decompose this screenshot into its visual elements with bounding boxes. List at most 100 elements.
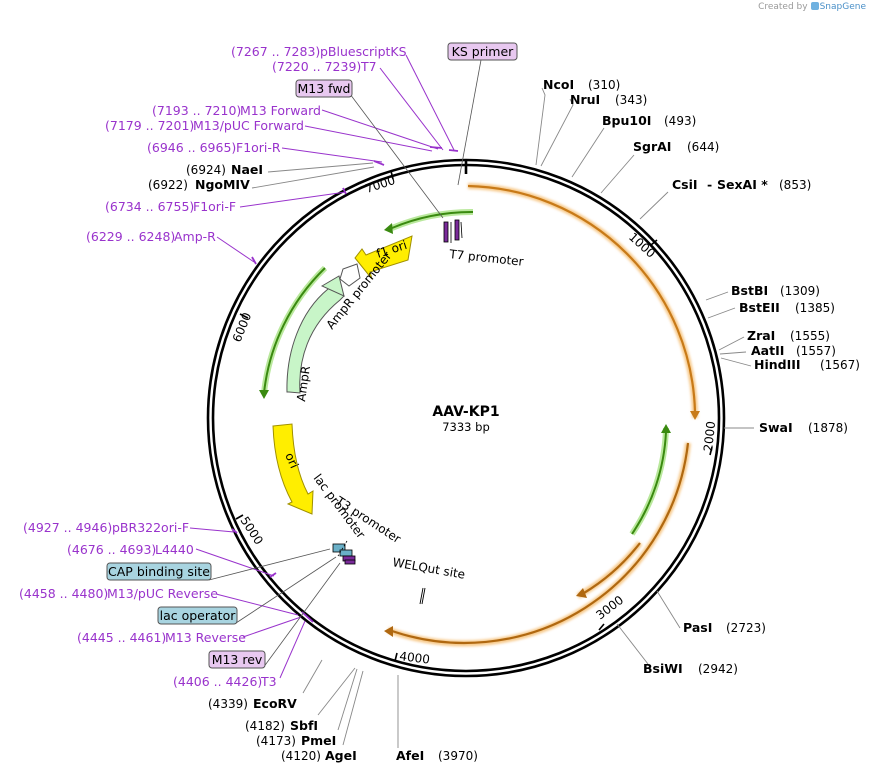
box-lac-operator: lac operator xyxy=(157,606,238,625)
green-feature-left xyxy=(263,267,326,394)
primer-t7-range: (7220 .. 7239) xyxy=(272,59,361,74)
enzyme-naei-pos: (6924) xyxy=(186,163,226,177)
box-ks-primer: KS primer xyxy=(447,42,518,61)
enzyme-dash: - xyxy=(707,177,712,192)
enzyme-bpu10i: Bpu10I xyxy=(602,113,651,128)
f1-ori-feature xyxy=(354,235,413,280)
enzyme-csii-pos: (853) xyxy=(779,178,811,192)
tick-5000: 5000 xyxy=(237,514,265,547)
primer-l4440: L4440 xyxy=(155,542,194,557)
enzyme-afei: AfeI xyxy=(396,748,424,763)
orange-feature-inner-line xyxy=(583,542,641,594)
snapgene-credit: Created by SnapGene xyxy=(758,2,866,12)
feature-ampr: AmpR xyxy=(294,365,313,402)
welqut-mark-2 xyxy=(421,587,426,605)
orange-arrow-head-1 xyxy=(690,411,700,420)
feature-welqut-site: WELQut site xyxy=(391,555,466,582)
primer-amp-r-range: (6229 .. 6248) xyxy=(86,229,175,244)
enzyme-aatii: AatII xyxy=(751,343,784,358)
enzyme-pasi-pos: (2723) xyxy=(726,621,766,635)
primer-f1ori-f: F1ori-F xyxy=(193,199,236,214)
primer-m13-forward-range: (7193 .. 7210) xyxy=(152,103,241,118)
primer-pbr322ori-f-range: (4927 .. 4946) xyxy=(23,520,112,535)
primer-m13-reverse: M13 Reverse xyxy=(165,630,246,645)
primer-f1ori-r-range: (6946 .. 6965) xyxy=(147,140,236,155)
primer-t7: T7 xyxy=(360,59,377,74)
orange-feature-lower-glow xyxy=(386,442,691,647)
t7-promoter-mark-2 xyxy=(454,219,460,241)
green-feature-right xyxy=(631,431,667,535)
primer-f1ori-f-range: (6734 .. 6755) xyxy=(105,199,194,214)
box-cap-binding-site: CAP binding site xyxy=(106,562,212,581)
primer-m13puc-forward: M13/pUC Forward xyxy=(193,118,304,133)
enzyme-bsteii: BstEII xyxy=(739,300,780,315)
green-arrow-head-right xyxy=(661,424,671,433)
enzyme-bsiwi: BsiWI xyxy=(643,661,683,676)
green-arrow-head-left xyxy=(259,390,269,399)
tick-7000: 7000 xyxy=(364,173,397,196)
enzyme-pmei-pos: (4173) xyxy=(256,734,296,748)
enzyme-naei: NaeI xyxy=(231,162,263,177)
primer-m13-reverse-range: (4445 .. 4461) xyxy=(77,630,166,645)
primer-pbluescriptks: pBluescriptKS xyxy=(320,44,407,59)
scale-ticks xyxy=(235,170,713,662)
enzyme-nrui-pos: (343) xyxy=(615,93,647,107)
primer-f1ori-r: F1ori-R xyxy=(236,140,281,155)
plasmid-size: 7333 bp xyxy=(442,420,490,434)
primer-pbr322ori-f: pBR322ori-F xyxy=(112,520,189,535)
enzyme-leaders-bottom xyxy=(302,659,399,748)
ori-feature xyxy=(272,423,314,515)
feature-t7-promoter: T7 promoter xyxy=(448,247,525,269)
enzyme-ncoi: NcoI xyxy=(543,77,574,92)
enzyme-agei: AgeI xyxy=(325,748,357,763)
primer-pbluescriptks-range: (7267 .. 7283) xyxy=(231,44,320,59)
enzyme-bstbi-pos: (1309) xyxy=(780,284,820,298)
primer-m13-forward: M13 Forward xyxy=(240,103,321,118)
orange-feature-outer-glow xyxy=(467,183,698,419)
enzyme-pasi: PasI xyxy=(683,620,712,635)
ampr-feature xyxy=(286,279,345,394)
primer-l4440-range: (4676 .. 4693) xyxy=(67,542,156,557)
green-arrow-head-top xyxy=(384,223,393,234)
enzyme-ncoi-pos: (310) xyxy=(588,78,620,92)
primer-t3: T3 xyxy=(260,674,277,689)
t7-promoter-mark-1 xyxy=(443,221,449,243)
enzyme-nrui: NruI xyxy=(570,92,600,107)
enzyme-sexai: SexAI * xyxy=(717,177,768,192)
feature-ori: ori xyxy=(282,451,301,471)
enzyme-aatii-pos: (1557) xyxy=(796,344,836,358)
enzyme-ecorv-pos: (4339) xyxy=(208,697,248,711)
orange-arrow-head-3 xyxy=(576,588,587,598)
enzyme-afei-pos: (3970) xyxy=(438,749,478,763)
primer-t3-range: (4406 .. 4426) xyxy=(173,674,262,689)
enzyme-ngomiv: NgoMIV xyxy=(195,177,250,192)
primer-leaders xyxy=(189,54,455,679)
enzyme-ngomiv-pos: (6922) xyxy=(148,178,188,192)
enzyme-bsteii-pos: (1385) xyxy=(795,301,835,315)
primer-m13puc-forward-range: (7179 .. 7201) xyxy=(105,118,194,133)
enzyme-bpu10i-pos: (493) xyxy=(664,114,696,128)
enzyme-leaders-right xyxy=(535,87,754,665)
enzyme-agei-pos: (4120) xyxy=(281,749,321,763)
green-feature-right-glow xyxy=(629,427,669,536)
ampr-feature-head xyxy=(320,275,345,297)
box-m13-rev-label: M13 rev xyxy=(212,652,263,667)
enzyme-pmei: PmeI xyxy=(301,733,336,748)
box-m13-rev: M13 rev xyxy=(208,650,266,669)
enzyme-csii: CsiI xyxy=(672,177,698,192)
credit-prefix: Created by xyxy=(758,2,808,12)
enzyme-zrai: ZraI xyxy=(747,328,775,343)
enzyme-bstbi: BstBI xyxy=(731,283,768,298)
t7-promoter-tick-2 xyxy=(460,221,463,239)
enzyme-leaders-left xyxy=(251,162,375,189)
enzyme-swai: SwaI xyxy=(759,420,793,435)
credit-brand: SnapGene xyxy=(819,2,866,12)
box-m13-fwd-label: M13 fwd xyxy=(297,81,350,96)
enzyme-hindiii: HindIII xyxy=(754,357,801,372)
primer-m13puc-reverse-range: (4458 .. 4480) xyxy=(19,586,108,601)
primer-amp-r: Amp-R xyxy=(174,229,216,244)
box-ks-primer-label: KS primer xyxy=(452,44,515,59)
enzyme-zrai-pos: (1555) xyxy=(790,329,830,343)
box-cap-binding-site-label: CAP binding site xyxy=(108,564,210,579)
